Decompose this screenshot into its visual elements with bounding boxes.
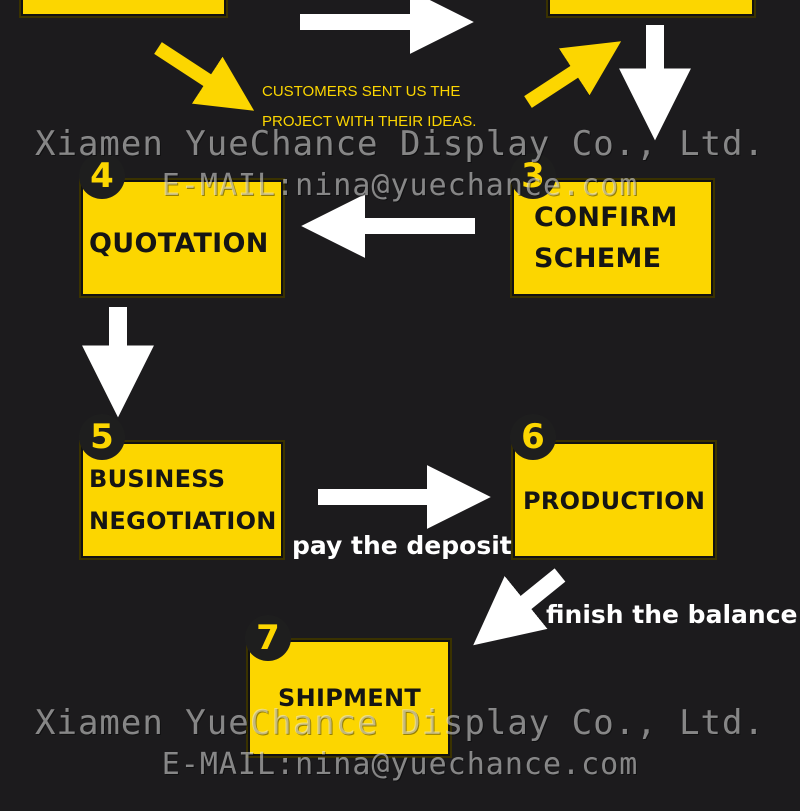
- step-3-label-line-1: CONFIRM: [534, 202, 678, 233]
- watermark-email-bottom: E-MAIL:nina@yuechance.com: [161, 747, 639, 782]
- step-7-box: SHIPMENT: [246, 638, 452, 758]
- step-5-box: BUSINESS NEGOTIATION: [79, 440, 285, 560]
- step-3-label-line-2: SCHEME: [534, 243, 662, 274]
- customers-note: CUSTOMERS SENT US THE PROJECT WITH THEIR…: [262, 77, 476, 137]
- step-5-label-line-2: NEGOTIATION: [89, 507, 277, 535]
- customers-note-line-1: CUSTOMERS SENT US THE: [262, 83, 461, 100]
- step-4-box: QUOTATION: [79, 178, 285, 298]
- step-6-label: PRODUCTION: [523, 487, 706, 515]
- step-4-number: 4: [79, 153, 125, 199]
- step-3-box: CONFIRM SCHEME: [510, 178, 715, 298]
- step-4-label: QUOTATION: [89, 227, 269, 259]
- step-5-label-line-1: BUSINESS: [89, 465, 226, 493]
- watermark-company-bottom: Xiamen YueChance Display Co., Ltd.: [35, 703, 765, 743]
- deposit-caption: pay the deposit: [292, 531, 512, 560]
- step-6-number: 6: [510, 414, 556, 460]
- step-5-number: 5: [79, 414, 125, 460]
- step-6-box: PRODUCTION: [511, 440, 717, 560]
- arrow-yellow-in: [154, 42, 255, 111]
- watermark-email-top: E-MAIL:nina@yuechance.com: [161, 168, 639, 203]
- arrow-yellow-out: [524, 41, 622, 108]
- watermark-company-top: Xiamen YueChance Display Co., Ltd.: [35, 124, 765, 164]
- step-7-label: SHIPMENT: [278, 684, 422, 712]
- step-3-number: 3: [510, 153, 556, 199]
- step-1-box: [19, 0, 228, 18]
- customers-note-line-2: PROJECT WITH THEIR IDEAS.: [262, 113, 477, 130]
- step-2-box: [546, 0, 756, 18]
- balance-caption: finish the balance: [546, 600, 798, 629]
- arrow-6-7: [473, 568, 566, 646]
- step-7-number: 7: [245, 615, 291, 661]
